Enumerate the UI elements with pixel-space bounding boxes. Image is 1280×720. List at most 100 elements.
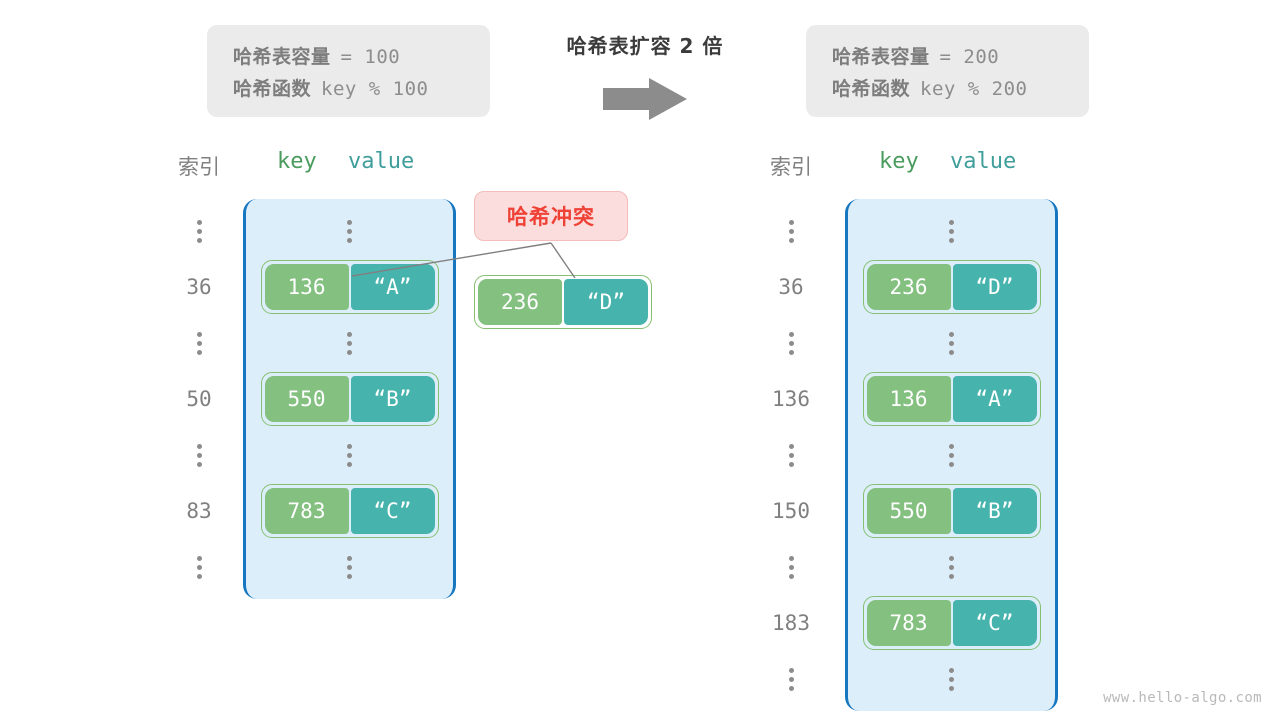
left-entry-value: “B” — [350, 376, 435, 422]
right-index-ellipsis — [751, 315, 831, 371]
left-index-label: 36 — [186, 275, 212, 299]
right-entry-key: 783 — [866, 600, 951, 646]
left-entry-key: 136 — [264, 264, 349, 310]
right-ellipsis-row — [848, 427, 1055, 483]
right-index-label: 183 — [772, 611, 810, 635]
right-entry-pair: 136“A” — [862, 372, 1041, 426]
left-ellipsis-row — [246, 427, 453, 483]
watermark: www.hello-algo.com — [1103, 690, 1262, 706]
right-entry-key: 136 — [866, 376, 951, 422]
hash-table-before: 136“A” 550“B” 783“C” — [243, 199, 456, 599]
right-entry-pair: 550“B” — [862, 484, 1041, 538]
after-capacity-label: 哈希表容量 — [832, 46, 930, 68]
before-function-label: 哈希函数 — [233, 78, 312, 100]
right-index-header: 索引 — [770, 155, 812, 179]
after-capacity-line: 哈希表容量 = 200 — [832, 41, 1063, 73]
right-entry-value: “B” — [952, 488, 1037, 534]
left-entry-row: 783“C” — [246, 483, 453, 539]
left-index-ellipsis-icon — [196, 331, 202, 355]
transform-caption: 哈希表扩容 2 倍 — [566, 34, 724, 58]
right-entry-row: 136“A” — [848, 371, 1055, 427]
right-ellipsis-row — [848, 315, 1055, 371]
right-ellipsis-row — [848, 539, 1055, 595]
before-capacity-label: 哈希表容量 — [233, 46, 331, 68]
after-function-line: 哈希函数 key % 200 — [832, 73, 1063, 105]
right-row-ellipsis-icon — [949, 443, 954, 467]
before-function-line: 哈希函数 key % 100 — [233, 73, 464, 105]
collision-entry-key: 236 — [478, 279, 562, 325]
left-entry-key: 550 — [264, 376, 349, 422]
after-capacity-panel: 哈希表容量 = 200 哈希函数 key % 200 — [806, 25, 1089, 117]
before-capacity-panel: 哈希表容量 = 100 哈希函数 key % 100 — [207, 25, 490, 117]
collision-badge: 哈希冲突 — [474, 191, 628, 241]
before-function-value: key % 100 — [321, 78, 429, 100]
left-ellipsis-row — [246, 315, 453, 371]
left-entry-row: 550“B” — [246, 371, 453, 427]
arrow-right-icon — [603, 78, 687, 120]
left-entry-value: “C” — [350, 488, 435, 534]
left-index-ellipsis — [159, 539, 239, 595]
right-entry-pair: 783“C” — [862, 596, 1041, 650]
left-row-ellipsis-icon — [347, 331, 352, 355]
right-entry-row: 236“D” — [848, 259, 1055, 315]
left-index-ellipsis — [159, 315, 239, 371]
right-entry-key: 236 — [866, 264, 951, 310]
left-entry-row: 136“A” — [246, 259, 453, 315]
right-entry-key: 550 — [866, 488, 951, 534]
left-index-column: 36 50 83 — [159, 199, 239, 599]
left-index-ellipsis-icon — [196, 443, 202, 467]
right-row-ellipsis-icon — [949, 219, 954, 243]
right-key-header: key — [879, 149, 919, 174]
right-entry-row: 783“C” — [848, 595, 1055, 651]
right-index-ellipsis-icon — [788, 331, 794, 355]
before-capacity-line: 哈希表容量 = 100 — [233, 41, 464, 73]
right-index-column: 36 136 150 183 — [751, 199, 831, 711]
right-index-ellipsis-icon — [788, 667, 794, 691]
right-index-ellipsis-icon — [788, 443, 794, 467]
left-entry-pair: 550“B” — [260, 372, 439, 426]
left-value-header: value — [348, 149, 415, 174]
right-ellipsis-row — [848, 651, 1055, 707]
right-row-ellipsis-icon — [949, 555, 954, 579]
right-index-ellipsis — [751, 203, 831, 259]
hash-table-after: 236“D” 136“A” 550“B” 783“C” — [845, 199, 1058, 711]
left-row-ellipsis-icon — [347, 219, 352, 243]
left-row-ellipsis-icon — [347, 555, 352, 579]
right-index-ellipsis — [751, 651, 831, 707]
left-index-ellipsis-icon — [196, 219, 202, 243]
left-index-ellipsis-icon — [196, 555, 202, 579]
collision-entry-pair: 236 “D” — [474, 275, 652, 329]
collision-entry-value: “D” — [564, 279, 648, 325]
left-entry-value: “A” — [350, 264, 435, 310]
right-entry-value: “D” — [952, 264, 1037, 310]
right-row-ellipsis-icon — [949, 667, 954, 691]
right-index-ellipsis-icon — [788, 555, 794, 579]
right-index-ellipsis — [751, 539, 831, 595]
left-index-ellipsis — [159, 203, 239, 259]
right-entry-row: 550“B” — [848, 483, 1055, 539]
left-index-ellipsis — [159, 427, 239, 483]
right-index-label: 36 — [778, 275, 804, 299]
before-capacity-value: = 100 — [340, 46, 401, 68]
left-ellipsis-row — [246, 539, 453, 595]
right-ellipsis-row — [848, 203, 1055, 259]
left-index-header: 索引 — [178, 155, 220, 179]
right-index-ellipsis-icon — [788, 219, 794, 243]
left-ellipsis-row — [246, 203, 453, 259]
right-index-label: 150 — [772, 499, 810, 523]
right-value-header: value — [950, 149, 1017, 174]
left-row-ellipsis-icon — [347, 443, 352, 467]
right-entry-value: “C” — [952, 600, 1037, 646]
after-function-value: key % 200 — [920, 78, 1028, 100]
right-row-ellipsis-icon — [949, 331, 954, 355]
left-entry-pair: 136“A” — [260, 260, 439, 314]
left-entry-pair: 783“C” — [260, 484, 439, 538]
right-index-label: 136 — [772, 387, 810, 411]
after-capacity-value: = 200 — [939, 46, 1000, 68]
after-function-label: 哈希函数 — [832, 78, 911, 100]
left-index-label: 83 — [186, 499, 212, 523]
right-index-ellipsis — [751, 427, 831, 483]
right-entry-value: “A” — [952, 376, 1037, 422]
left-index-label: 50 — [186, 387, 212, 411]
left-entry-key: 783 — [264, 488, 349, 534]
